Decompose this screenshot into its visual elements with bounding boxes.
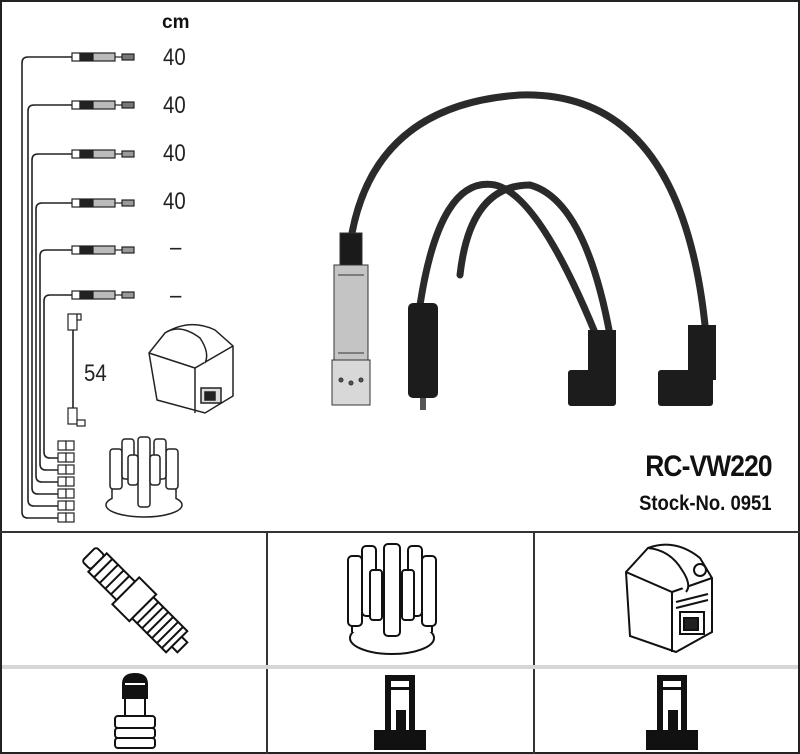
- coil-lead-length: 54: [84, 360, 107, 387]
- unit-label: cm: [162, 12, 190, 33]
- wire-length-6: –: [170, 282, 182, 309]
- wire-length-2: 40: [163, 92, 186, 119]
- ignition-coil-icon: [624, 543, 713, 654]
- wire-length-1: 40: [163, 44, 186, 71]
- wiring-schematic: [21, 52, 135, 523]
- grid-divider-2: [533, 533, 535, 754]
- grid-divider-1: [266, 533, 268, 754]
- distributor-cap-small-icon: [105, 436, 183, 518]
- angled-boot-2: [658, 325, 716, 406]
- spark-plug-icon: [82, 547, 189, 654]
- stock-number: Stock-No. 0951: [639, 492, 772, 515]
- coil-terminal-icon: [646, 675, 698, 750]
- wire-length-5: –: [170, 234, 182, 261]
- distributor-terminal-icon: [374, 675, 426, 750]
- cable-set-photo: [331, 91, 716, 410]
- wire-length-3: 40: [163, 140, 186, 167]
- shielded-plug-connector: [331, 232, 371, 406]
- distributor-cap-icon: [347, 543, 437, 655]
- plug-terminal-icon: [114, 672, 156, 749]
- wire-connector-1: [71, 52, 135, 62]
- top-panel: cm 40 40 40 40 – – 54: [0, 12, 800, 533]
- product-code: RC-VW220: [645, 450, 773, 483]
- wire-length-4: 40: [163, 188, 186, 215]
- coil-boot-connector: [408, 303, 438, 410]
- angled-boot-1: [568, 330, 616, 406]
- ignition-coil-small-icon: [148, 324, 234, 414]
- grid-row-divider: [2, 665, 798, 669]
